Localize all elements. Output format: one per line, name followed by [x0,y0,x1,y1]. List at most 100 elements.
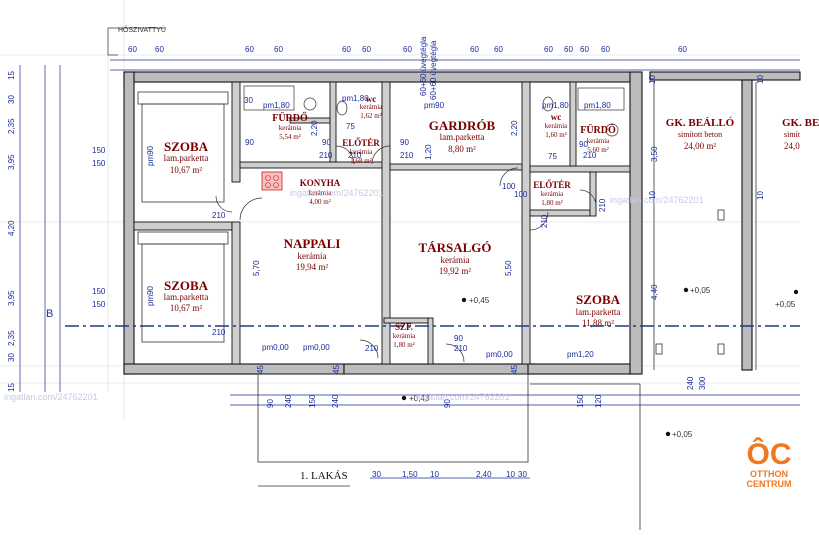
inner-dim-10a: 10 [648,75,657,84]
room-furdo1-name: FÜRDŐ [272,113,308,124]
left-dim-4: 3,95 [7,154,16,170]
inner-dim-30: 30 [244,96,253,105]
inner-dim-550: 5,50 [504,260,513,276]
bottom-dim-15: 10 [506,470,515,479]
left-dim-7: 2,35 [7,330,16,346]
room-szoba3-area: 11,88 m² [582,318,614,328]
inner-dim-210g: 210 [454,344,468,353]
inner-dim-120: 1,20 [424,144,433,160]
floor-level-nappali-b: pm0,00 [303,343,330,352]
floor-level-szoba3: pm1,20 [567,350,594,359]
header-note: HŐSZIVATTYÚ [118,27,166,34]
door-swings [215,145,597,363]
glass-note-2: 60+60 üvegtégla [429,40,438,100]
glass-note-1: 60+60 üvegtégla [419,36,428,96]
inner-dim-350: 3,50 [650,146,659,162]
room-szoba1-name: SZOBA [163,139,209,154]
left-dim-2: 30 [7,95,16,104]
top-dim-9: 60 [494,45,503,54]
room-eloter2-area: 1,80 m² [541,199,563,207]
spot-level-1: +0,45 [469,296,490,305]
inner-dim-90d: 90 [454,334,463,343]
room-szf-material: kerámia [392,332,416,340]
floor-level-wc1: pm1,80 [342,94,369,103]
room-szoba3-name: SZOBA [575,292,621,307]
bottom-dim-11: 30 [372,470,381,479]
left-inner-3: 150 [92,287,106,296]
bottom-dim-12: 1,50 [402,470,418,479]
room-szoba3-material: lam.parketta [575,307,621,317]
floor-level-szoba1: pm90 [146,145,155,166]
room-szoba2-material: lam.parketta [163,292,209,302]
outer-walls [123,71,801,375]
room-konyha-name: KONYHA [299,178,341,188]
logo-mark: ÔC [746,438,792,471]
inner-dim-100b: 100 [514,190,528,199]
axis-label: B [46,308,54,320]
room-gkbeallo-area: 24,00 m² [683,141,717,151]
garage-stalls [653,82,757,370]
room-eloter1-material: kerámia [349,148,373,156]
room-eloter2-material: kerámia [540,190,564,198]
top-dim-8: 60 [470,45,479,54]
room-wc2-name: wc [550,112,562,122]
top-dim-10: 60 [544,45,553,54]
floor-plan-drawing [0,0,801,530]
top-dim-12: 60 [580,45,589,54]
room-wc2-material: kerámia [544,122,568,130]
logo-line-1: OTTHON [750,469,788,479]
room-konyha-area: 4,00 m² [309,198,331,206]
inner-dim-90a: 90 [245,138,254,147]
room-nappali-area: 19,94 m² [295,262,329,272]
inner-dim-210d: 210 [212,211,226,220]
floor-level-tarsalgo: pm0,00 [486,350,513,359]
room-nappali-name: NAPPALI [283,236,341,251]
room-tarsalgo-area: 19,92 m² [438,266,472,276]
bottom-dim-8: 45 [510,365,519,374]
header-callout [107,28,118,56]
watermark-3: ingatlan.com/24762201 [4,392,98,402]
room-furdo1-area: 5,54 m² [279,133,301,141]
stove [261,171,283,191]
room-wc1-name: wc [365,94,377,104]
top-dim-3: 60 [245,45,254,54]
beds [137,91,229,343]
room-szoba2-area: 10,67 m² [169,303,203,313]
room-tarsalgo-material: kerámia [440,255,470,265]
top-dim-5: 60 [342,45,351,54]
left-dim-6: 3,95 [7,290,16,306]
inner-dim-210a: 210 [319,151,333,160]
inner-dim-210e: 210 [212,328,226,337]
room-furdo2-material: kerámia [586,137,610,145]
otthon-centrum-logo: ÔC OTTHON CENTRUM [740,440,798,490]
floor-level-furdo1: pm1,80 [263,101,290,110]
inner-dim-210h: 210 [583,151,597,160]
inner-walls [133,81,631,365]
bottom-dim-1: 45 [256,365,265,374]
plan-title: 1. LAKÁS [300,470,348,482]
top-dim-7: 60 [403,45,412,54]
room-tarsalgo-name: TÁRSALGÓ [418,240,492,255]
room-szoba1-material: lam.parketta [163,153,209,163]
inner-dim-220b: 2,20 [310,120,319,136]
inner-dim-90e: 90 [579,140,588,149]
inner-dim-10c: 10 [756,75,765,84]
inner-dim-210f: 210 [365,344,379,353]
dimension-lines [19,59,800,479]
fixtures [243,85,625,137]
room-wc1-area: 1,62 m² [360,112,382,120]
top-dim-6: 60 [362,45,371,54]
room-nappali-material: kerámia [297,251,327,261]
left-dim-9: 15 [7,383,16,392]
room-gardrob-material: lam.parketta [439,132,485,142]
watermark-2: ingatlan.com/24762201 [610,195,704,205]
inner-dim-75b: 75 [548,152,557,161]
watermark-1: ingatlan.com/24762201 [290,188,384,198]
inner-dim-75: 75 [346,122,355,131]
top-dim-1: 60 [128,45,137,54]
room-wc2-area: 1,60 m² [545,131,567,139]
inner-dim-210b: 210 [348,151,362,160]
room-szoba1-area: 10,67 m² [169,165,203,175]
bottom-dim-9: 150 [576,394,585,408]
